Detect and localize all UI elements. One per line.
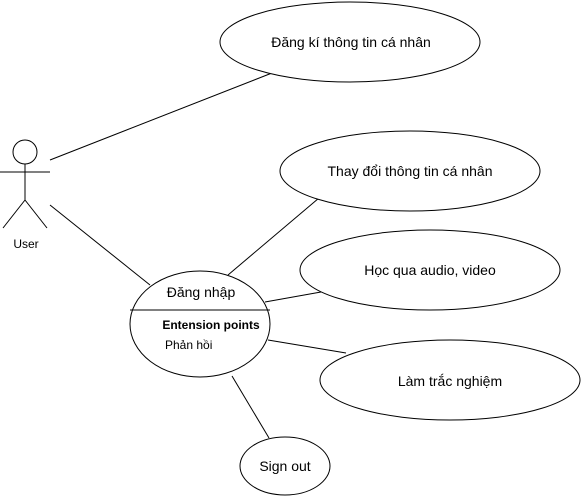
use-case-register[interactable]: Đăng kí thông tin cá nhân xyxy=(219,1,481,83)
assoc-user-register xyxy=(49,72,273,161)
use-case-change-info[interactable]: Thay đổi thông tin cá nhân xyxy=(279,130,541,212)
use-case-quiz-label: Làm trắc nghiệm xyxy=(398,373,502,389)
extension-points-header: Entension points xyxy=(162,318,260,332)
use-case-signout-label: Sign out xyxy=(259,458,310,474)
use-case-login[interactable]: Đăng nhập Entension points Phản hồi xyxy=(129,270,271,378)
assoc-login-change-info xyxy=(227,197,320,276)
stick-figure-icon xyxy=(0,139,50,229)
assoc-login-learn xyxy=(264,291,322,303)
assoc-user-login xyxy=(49,204,151,286)
use-case-register-label: Đăng kí thông tin cá nhân xyxy=(271,34,431,50)
use-case-change-info-label: Thay đổi thông tin cá nhân xyxy=(327,163,492,179)
use-case-login-label: Đăng nhập xyxy=(167,284,236,300)
use-case-signout[interactable]: Sign out xyxy=(239,436,331,496)
extension-point-feedback: Phản hồi xyxy=(165,338,212,352)
use-case-learn[interactable]: Học qua audio, video xyxy=(299,229,561,311)
actor-user[interactable]: User xyxy=(0,139,50,251)
use-case-quiz[interactable]: Làm trắc nghiệm xyxy=(319,339,581,421)
use-case-learn-label: Học qua audio, video xyxy=(364,262,496,278)
actor-label: User xyxy=(13,237,38,251)
assoc-login-quiz xyxy=(267,339,347,354)
assoc-login-signout xyxy=(231,375,270,439)
